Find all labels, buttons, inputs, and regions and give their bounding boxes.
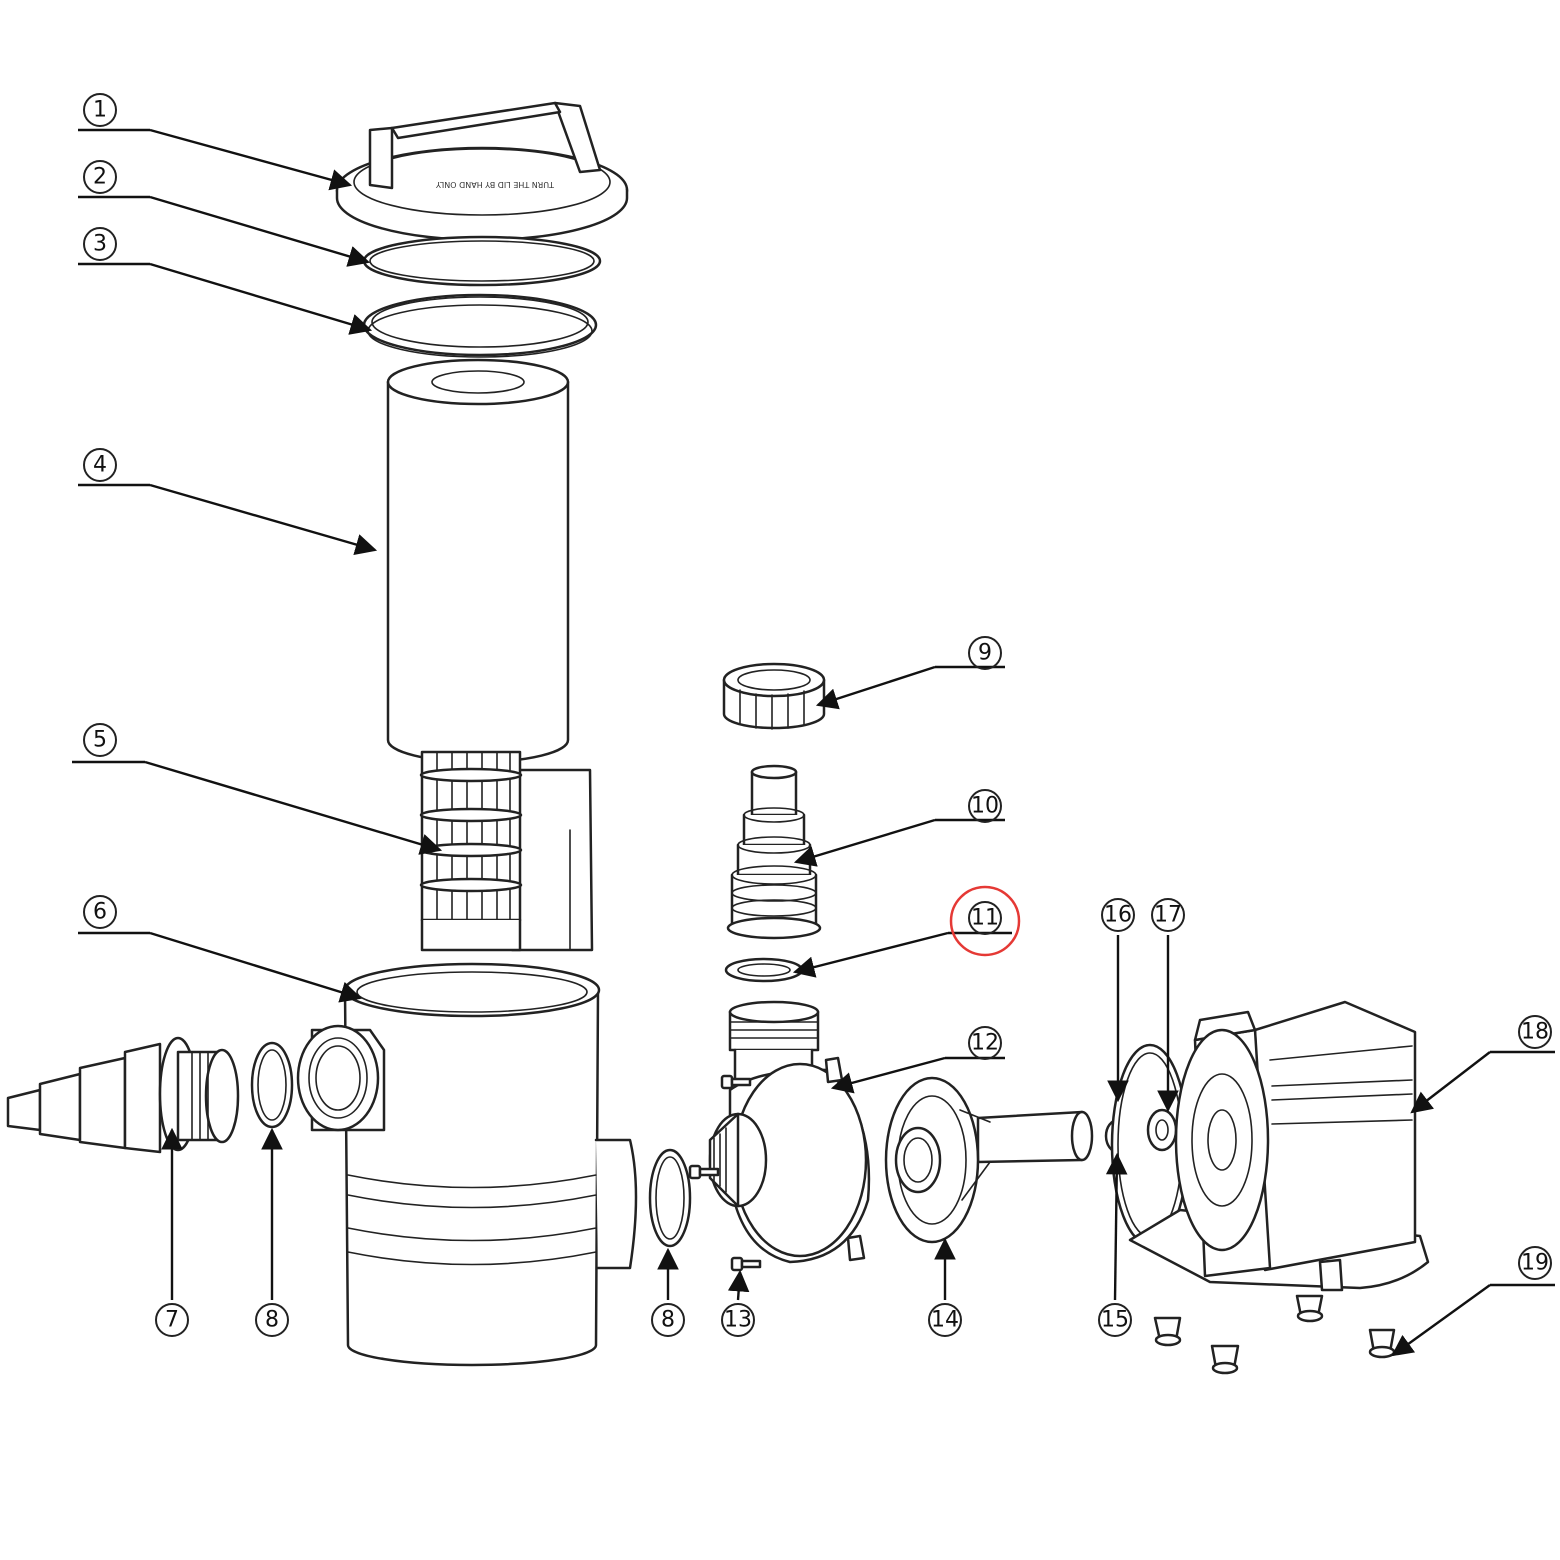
highlight-ring	[949, 885, 1021, 957]
callout-13: 13	[721, 1303, 755, 1337]
callout-12-label: 12	[971, 1031, 999, 1056]
callout-16: 16	[1101, 898, 1135, 932]
part-washer	[724, 957, 804, 983]
callout-3-label: 3	[93, 232, 107, 257]
callout-17: 17	[1151, 898, 1185, 932]
part-pump-volute	[708, 1000, 871, 1264]
lid-inscription: TURN THE LID BY HAND ONLY	[436, 180, 555, 189]
callout-15: 15	[1098, 1303, 1132, 1337]
callout-12: 12	[968, 1026, 1002, 1060]
part-impeller-assembly	[884, 1076, 1094, 1244]
part-rubber-feet	[1153, 1294, 1396, 1375]
callout-9: 9	[968, 636, 1002, 670]
callout-16-label: 16	[1104, 903, 1132, 928]
leader-lines	[72, 128, 1555, 1357]
callout-13-label: 13	[724, 1308, 752, 1333]
callout-18-label: 18	[1521, 1020, 1549, 1045]
callout-8-right-label: 8	[661, 1308, 675, 1333]
callout-15-label: 15	[1101, 1308, 1129, 1333]
part-motor-unit	[1128, 1000, 1430, 1292]
callout-19-label: 19	[1521, 1251, 1549, 1276]
callout-11-label: 11	[971, 906, 999, 931]
callout-6: 6	[83, 895, 117, 929]
callout-4: 4	[83, 448, 117, 482]
callout-14: 14	[928, 1303, 962, 1337]
part-screws	[688, 1074, 762, 1272]
callout-19: 19	[1518, 1246, 1552, 1280]
callout-5: 5	[83, 723, 117, 757]
callout-8-left-label: 8	[265, 1308, 279, 1333]
callout-7-label: 7	[165, 1308, 179, 1333]
part-shaft-support	[1146, 1108, 1178, 1152]
callout-8-right: 8	[651, 1303, 685, 1337]
part-hose-tail-outlet	[726, 764, 822, 940]
part-o-ring-large	[362, 235, 602, 287]
callout-14-label: 14	[931, 1308, 959, 1333]
callout-10: 10	[968, 789, 1002, 823]
callout-4-label: 4	[93, 453, 107, 478]
callout-7: 7	[155, 1303, 189, 1337]
callout-6-label: 6	[93, 900, 107, 925]
callout-5-label: 5	[93, 728, 107, 753]
part-filter-sponge	[386, 358, 570, 764]
callout-8-left: 8	[255, 1303, 289, 1337]
callout-2-label: 2	[93, 165, 107, 190]
part-lid: TURN THE LID BY HAND ONLY	[335, 101, 629, 242]
part-strainer-basket	[419, 750, 594, 952]
part-filter-housing	[296, 962, 638, 1367]
callout-17-label: 17	[1154, 903, 1182, 928]
callout-3: 3	[83, 227, 117, 261]
part-o-ring-inlet	[250, 1041, 294, 1129]
part-union-nut	[722, 662, 826, 730]
callout-9-label: 9	[978, 641, 992, 666]
part-o-ring-outlet	[648, 1148, 692, 1248]
callout-1-label: 1	[93, 98, 107, 123]
part-hose-tail-inlet	[6, 1036, 240, 1154]
part-clamp-ring	[362, 293, 598, 358]
callout-1: 1	[83, 93, 117, 127]
callout-2: 2	[83, 160, 117, 194]
callout-11: 11	[949, 885, 1021, 957]
callout-10-label: 10	[971, 794, 999, 819]
callout-18: 18	[1518, 1015, 1552, 1049]
